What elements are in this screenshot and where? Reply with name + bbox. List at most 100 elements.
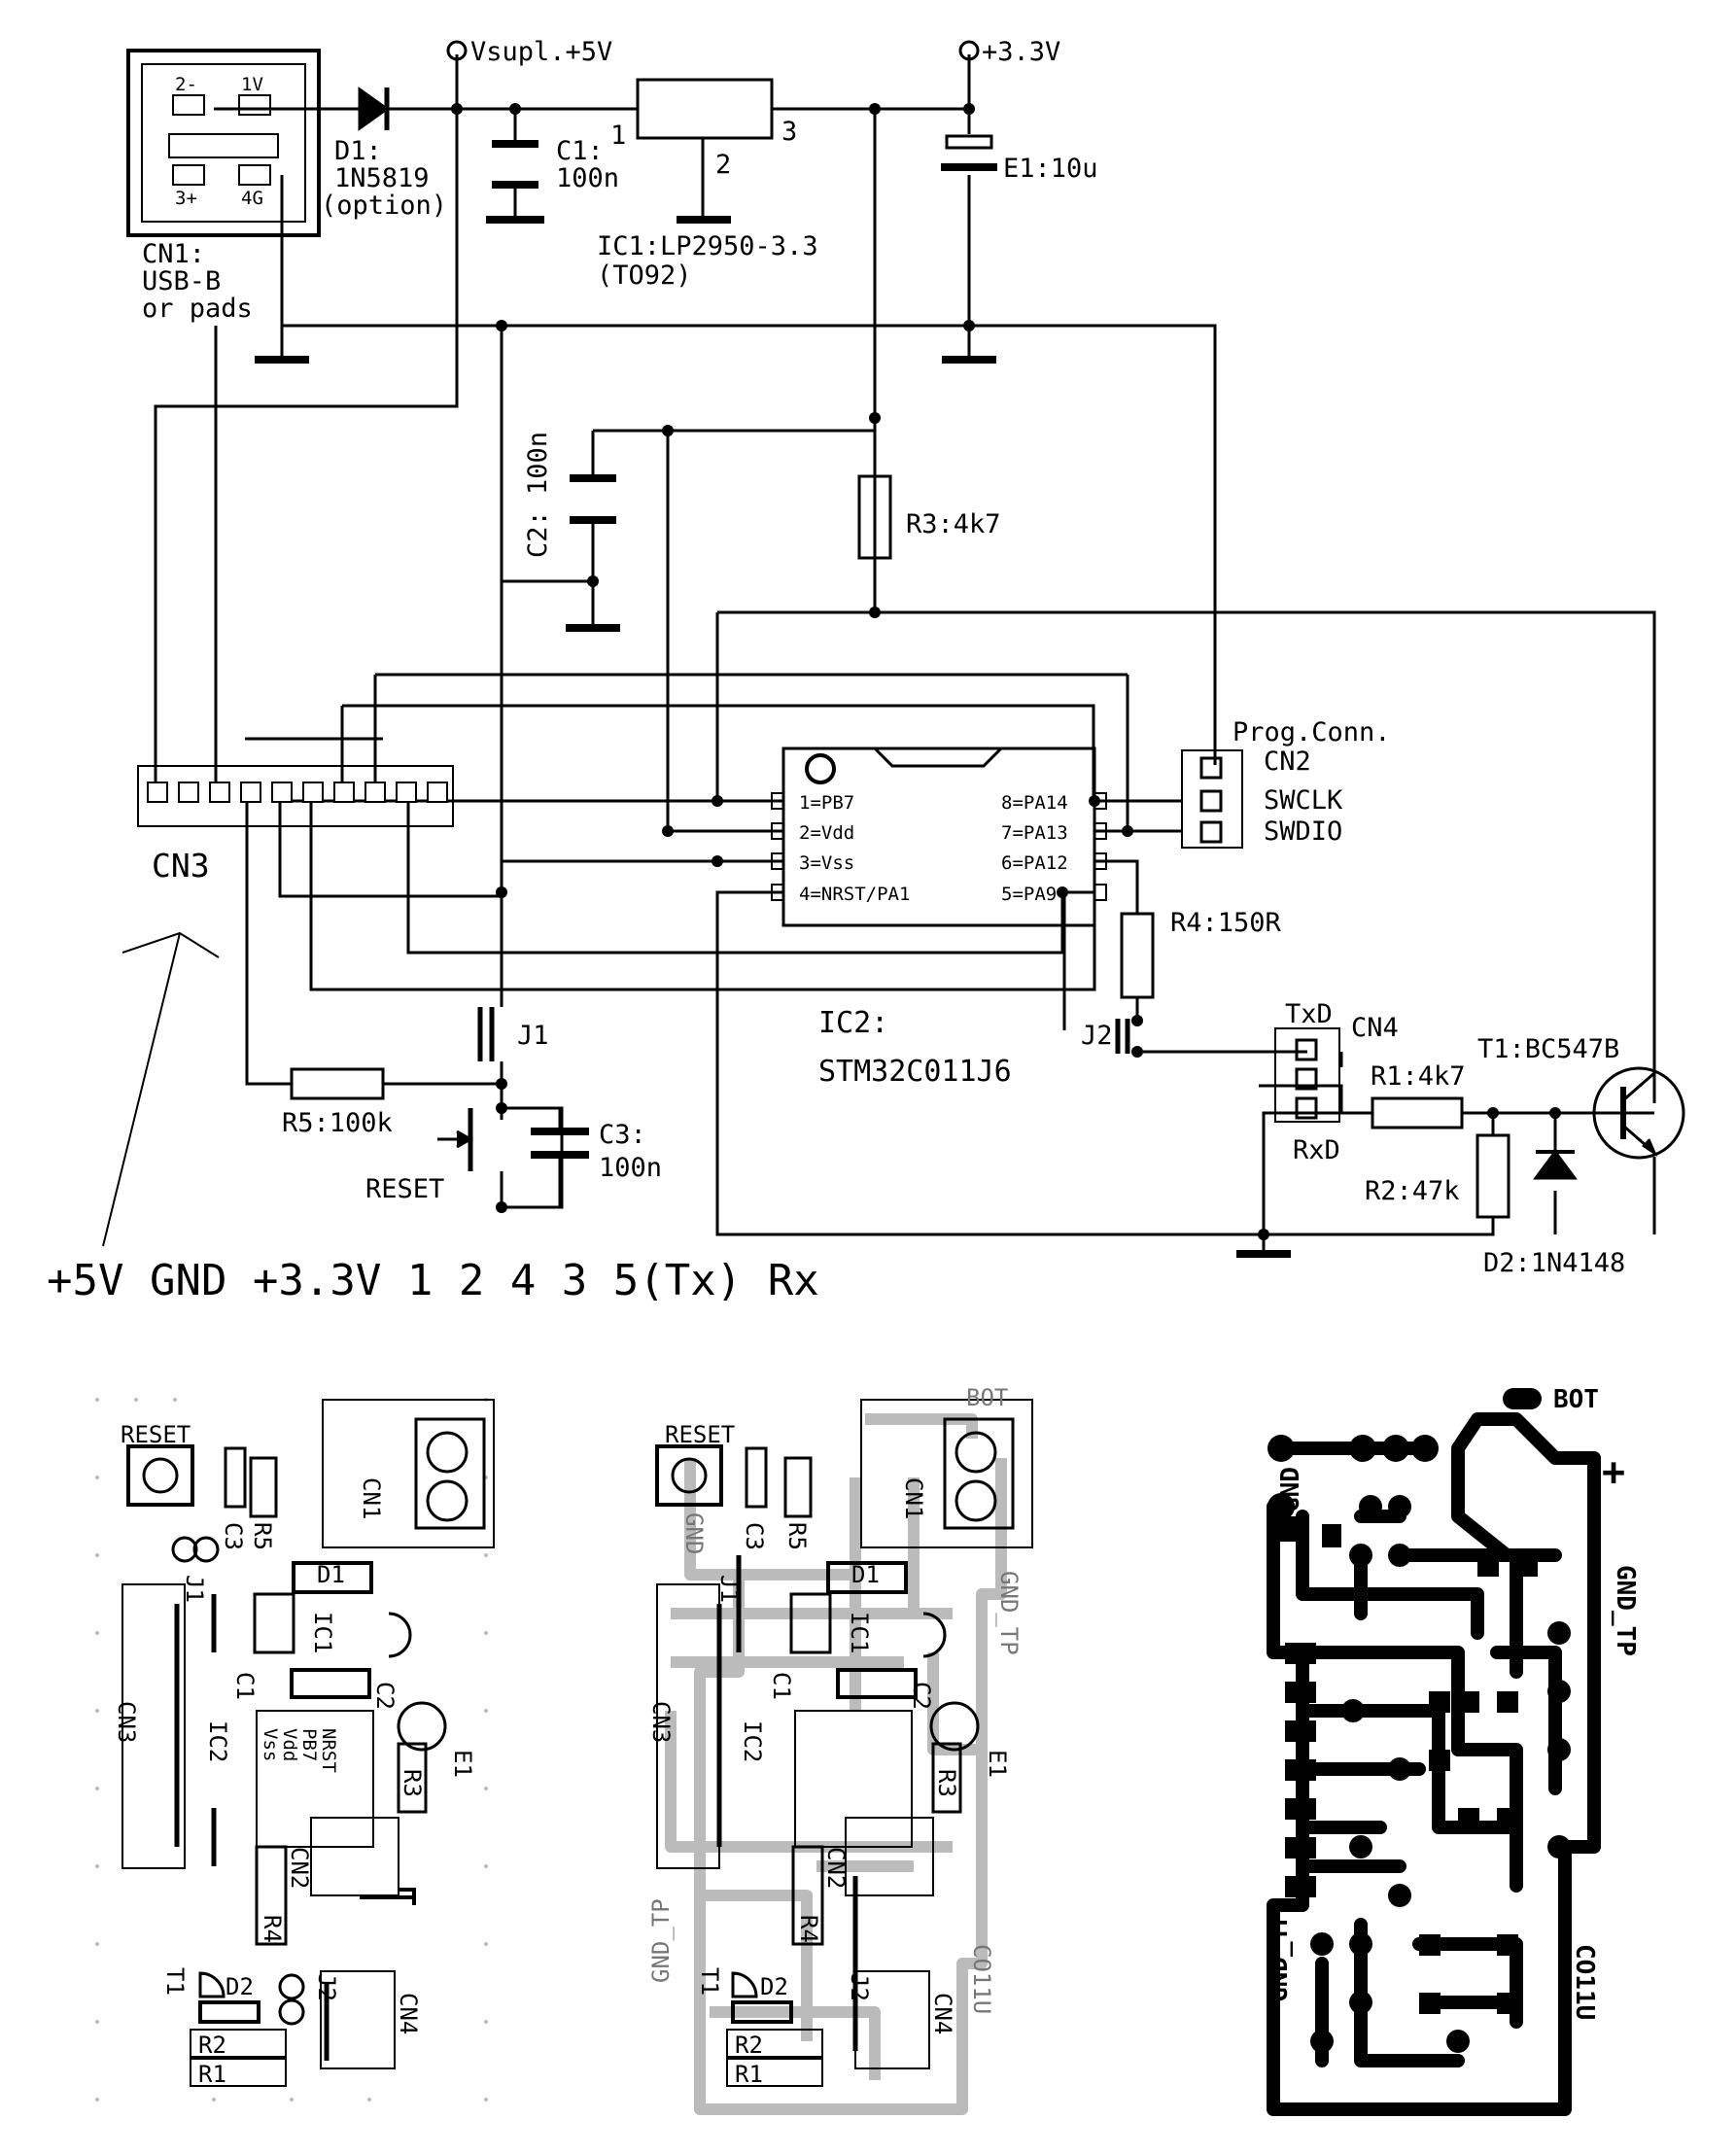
pcb1-r3-label: R3 bbox=[399, 1769, 426, 1797]
cn1-pin-1: 1V bbox=[241, 74, 263, 95]
pcb1-c3-label: C3 bbox=[220, 1522, 247, 1550]
c1-value: 100n bbox=[556, 163, 619, 193]
c3-value: 100n bbox=[599, 1153, 662, 1183]
pcb1-ic2-pin-c: Vss bbox=[260, 1728, 281, 1761]
d2-diode-symbol bbox=[1533, 1149, 1578, 1180]
pcb1-r1-label: R1 bbox=[198, 2061, 226, 2088]
cn2-swdio: SWDIO bbox=[1264, 816, 1342, 847]
pcb2-gndtp2-label: GND_TP bbox=[647, 1898, 675, 1983]
pcb3-gndtp1-label: GND_TP bbox=[1611, 1565, 1640, 1656]
pcb3-gnd-label: GND bbox=[1276, 1467, 1305, 1512]
ic2-pin-1: 1=PB7 bbox=[799, 792, 854, 814]
vsupply-label: Vsupl.+5V bbox=[470, 37, 612, 67]
e1-capacitor-symbol bbox=[945, 134, 993, 150]
j1-label: J1 bbox=[517, 1021, 549, 1051]
ic1-pin-1: 1 bbox=[610, 121, 626, 151]
r5-resistor-symbol bbox=[290, 1067, 385, 1100]
cn1-pin-3: 3+ bbox=[175, 188, 197, 209]
c3-capacitor-symbol bbox=[531, 1128, 589, 1159]
pcb2-cn3-label: CN3 bbox=[647, 1701, 675, 1743]
r4-resistor-symbol bbox=[1120, 912, 1155, 999]
ic2-pin-3: 3=Vss bbox=[799, 852, 854, 874]
pcb1-e1-label: E1 bbox=[449, 1750, 476, 1778]
pcb1-ic2-pin-a: PB7 bbox=[298, 1728, 320, 1761]
pcb2-tag-label: CO11U bbox=[968, 1944, 995, 2014]
ic2-pin-4: 4=NRST/PA1 bbox=[799, 884, 910, 905]
ic1-pin-3: 3 bbox=[781, 117, 797, 147]
ic1-pin-2: 2 bbox=[715, 150, 731, 180]
pcb2-r1-label: R1 bbox=[735, 2061, 763, 2088]
pcb1-c2-label: C2 bbox=[371, 1682, 399, 1710]
pcb2-ic2-label: IC2 bbox=[739, 1720, 766, 1762]
cn1-pin-2: 2- bbox=[175, 74, 197, 95]
junction-dots bbox=[451, 103, 1561, 1240]
pcb2-reset-label: RESET bbox=[665, 1421, 735, 1448]
cn1-pin-4: 4G bbox=[241, 188, 263, 209]
pcb2-bot-label: BOT bbox=[966, 1384, 1008, 1411]
pcb1-r5-label: R5 bbox=[249, 1522, 276, 1550]
pcb2-t1-label: T1 bbox=[696, 1967, 723, 1996]
pcb2-gnd-label: GND bbox=[680, 1512, 708, 1554]
cn2-ref: CN2 bbox=[1264, 747, 1311, 777]
pcb2-r2-label: R2 bbox=[735, 2032, 763, 2059]
cn1-alt: or pads bbox=[142, 294, 253, 324]
pcb2-cn4-label: CN4 bbox=[929, 1993, 956, 2034]
c3-ref: C3: bbox=[599, 1120, 646, 1150]
cn3-pads bbox=[147, 782, 448, 803]
r3-resistor-symbol bbox=[857, 474, 892, 560]
ic2-part: STM32C011J6 bbox=[818, 1055, 1012, 1089]
cn4-connector-symbol bbox=[1274, 1027, 1340, 1123]
cn1-type: USB-B bbox=[142, 266, 221, 296]
ic1-regulator-symbol bbox=[636, 78, 774, 140]
pcb2-c2-label: C2 bbox=[908, 1682, 935, 1710]
cn2-title: Prog.Conn. bbox=[1233, 717, 1391, 747]
pcb1-t1-label: T1 bbox=[161, 1967, 189, 1996]
pcb3-gndtp2-label: GND_TP bbox=[1265, 1911, 1294, 2002]
pcb1-j1-label: J1 bbox=[181, 1575, 208, 1603]
ic2-pin-2: 2=Vdd bbox=[799, 822, 854, 844]
schematic-text: Vsupl.+5V +3.3V 2- 1V 3+ 4G CN1: USB-B o… bbox=[47, 37, 1625, 1305]
pcb-layout-copper: BOT + GND GND_TP GND_TP CO11U bbox=[1265, 1385, 1640, 2116]
pcb1-cn4-label: CN4 bbox=[395, 1993, 422, 2034]
d1-note: (option) bbox=[321, 191, 447, 221]
pcb1-ic2-label: IC2 bbox=[204, 1720, 231, 1762]
pcb1-ic1-label: IC1 bbox=[309, 1612, 336, 1653]
ic1-package: (TO92) bbox=[597, 261, 692, 291]
c2-label: C2: 100n bbox=[523, 432, 553, 558]
ic1-ref: IC1:LP2950-3.3 bbox=[597, 231, 818, 261]
v33-label: +3.3V bbox=[982, 37, 1060, 67]
cn2-connector-symbol bbox=[1181, 749, 1243, 849]
pcb2-d2-label: D2 bbox=[760, 1973, 788, 2000]
pcb2-gndtp1-label: GND_TP bbox=[995, 1571, 1023, 1655]
pcb1-r2-label: R2 bbox=[198, 2032, 226, 2059]
pcb1-cn3-label: CN3 bbox=[113, 1701, 140, 1743]
r4-label: R4:150R bbox=[1170, 908, 1282, 938]
pcb1-ic2-pin-b: Vdd bbox=[279, 1728, 300, 1761]
r5-label: R5:100k bbox=[282, 1108, 393, 1138]
pcb-layout-combined: RESET C3 R5 J1 D1 IC1 C1 C2 CN3 IC2 E1 R… bbox=[647, 1384, 1033, 2115]
pcb2-j2-label: J2 bbox=[846, 1973, 873, 2001]
pcb2-c3-label: C3 bbox=[741, 1522, 768, 1550]
c1-capacitor-symbol bbox=[492, 140, 538, 189]
pcb1-d1-label: D1 bbox=[317, 1561, 345, 1588]
c1-ref: C1: bbox=[556, 136, 604, 166]
pcb2-cn2-label: CN2 bbox=[822, 1847, 850, 1889]
ic2-pin-8: 8=PA14 bbox=[1001, 792, 1068, 814]
pcb2-ic1-label: IC1 bbox=[846, 1612, 873, 1653]
t1-label: T1:BC547B bbox=[1477, 1034, 1619, 1064]
reset-label: RESET bbox=[365, 1174, 444, 1204]
pcb2-e1-label: E1 bbox=[984, 1750, 1011, 1778]
pcb1-r4-label: R4 bbox=[259, 1915, 286, 1943]
e1-ref: E1:10u bbox=[1003, 154, 1098, 184]
pcb1-cn1-label: CN1 bbox=[358, 1477, 385, 1519]
ic2-pin-5: 5=PA9 bbox=[1001, 884, 1057, 905]
pcb2-r3-label: R3 bbox=[933, 1769, 960, 1797]
d1-part: 1N5819 bbox=[334, 163, 430, 193]
cn1-ref: CN1: bbox=[142, 239, 205, 269]
cn3-pinout: +5V GND +3.3V 1 2 4 3 5(Tx) Rx bbox=[47, 1256, 819, 1305]
pcb2-r4-label: R4 bbox=[795, 1915, 822, 1943]
pcb1-cn2-label: CN2 bbox=[286, 1847, 313, 1889]
cn4-rxd: RxD bbox=[1293, 1135, 1340, 1165]
pcb1-reset-label: RESET bbox=[121, 1421, 191, 1448]
